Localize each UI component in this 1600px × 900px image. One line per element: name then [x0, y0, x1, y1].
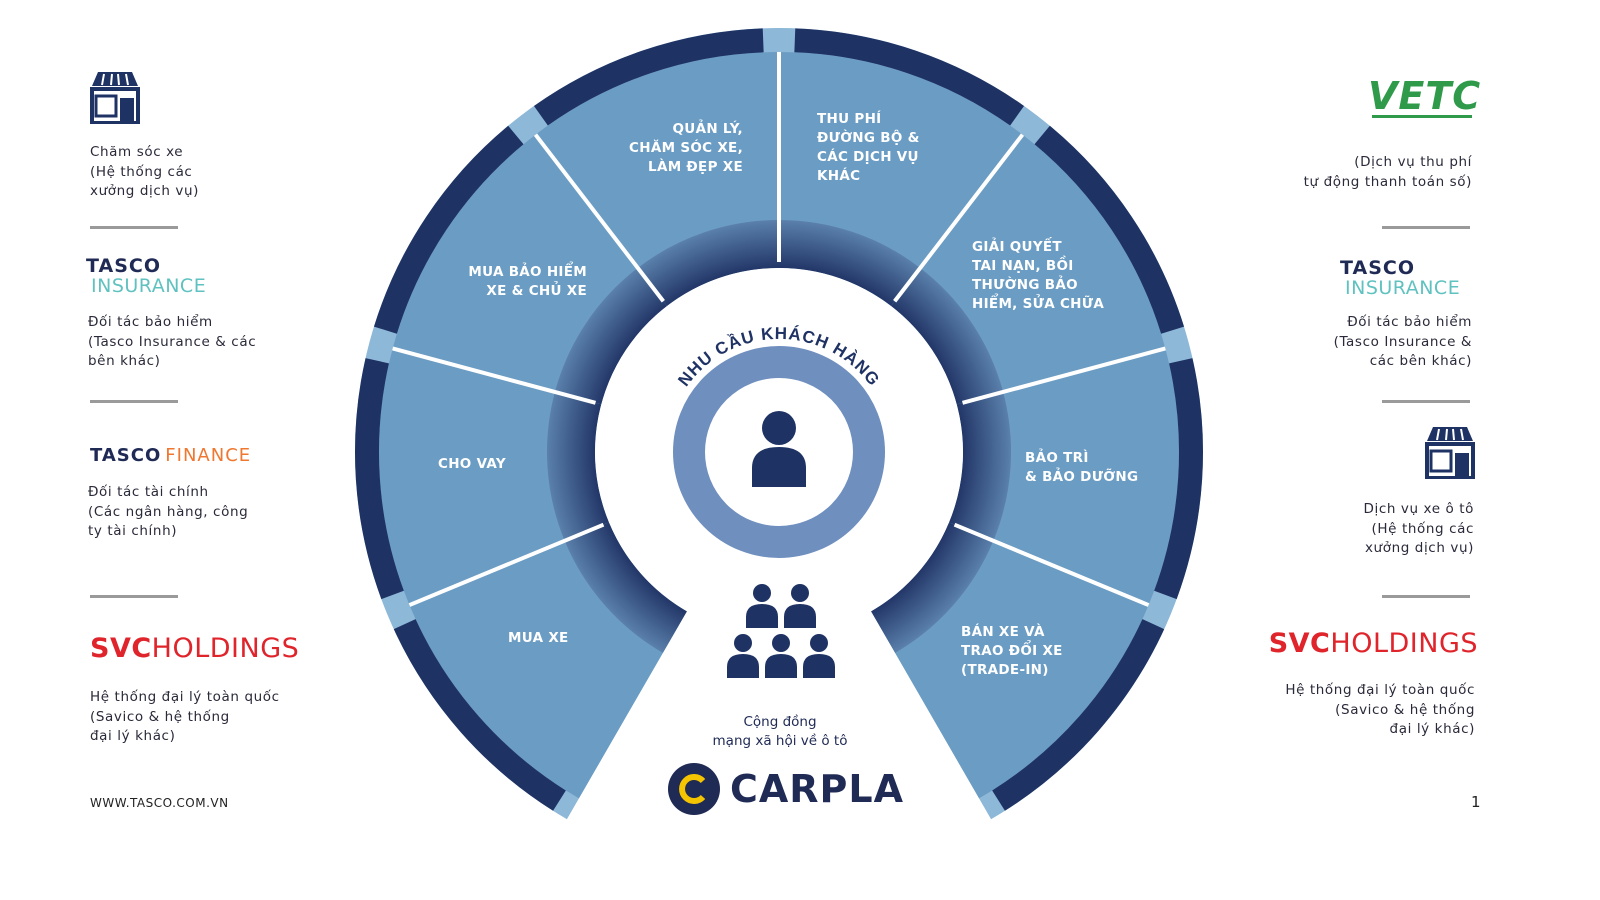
segment-divider [953, 522, 1150, 607]
wheel-outer-band [1034, 125, 1185, 334]
right-desc-dealers: Hệ thống đại lý toàn quốc (Savico & hệ t… [1285, 682, 1475, 737]
right-desc-insurance: Đối tác bảo hiểm (Tasco Insurance & các … [1333, 314, 1472, 369]
segment-divider [392, 346, 596, 405]
person-icon [752, 411, 806, 487]
svc-holdings-logo: SVCHOLDINGS [90, 633, 300, 664]
divider [90, 226, 178, 229]
wheel-outer-band [794, 28, 1025, 126]
divider [90, 400, 178, 403]
wheel-outer-band [992, 619, 1165, 811]
page-number: 1 [1471, 793, 1482, 811]
segment-label-accident: GIẢI QUYẾT TAI NẠN, BỒI THƯỜNG BẢO HIỂM,… [972, 239, 1105, 312]
wheel-inner-band [871, 522, 994, 653]
segment-divider [533, 133, 665, 303]
segment-label-toll: THU PHÍ ĐƯỜNG BỘ & CÁC DỊCH VỤ KHÁC [817, 111, 920, 184]
left-desc-insurance: Đối tác bảo hiểm (Tasco Insurance & các … [88, 314, 257, 369]
wheel-outer-band [393, 619, 566, 811]
carpla-logo: CARPLA [668, 763, 904, 815]
shop-icon [1425, 427, 1475, 479]
segment-divider [408, 522, 605, 607]
segment-label-loan: CHO VAY [438, 456, 506, 472]
tasco-finance-logo: TASCO FINANCE [90, 445, 252, 466]
vetc-underline [1372, 115, 1472, 118]
wheel-outer-band [355, 358, 404, 600]
website-link[interactable]: WWW.TASCO.COM.VN [90, 796, 229, 810]
segment-label-insurance: MUA BẢO HIỂM XE & CHỦ XE [468, 264, 587, 299]
left-desc-finance: Đối tác tài chính (Các ngân hàng, công t… [88, 484, 249, 539]
svc-holdings-logo: SVCHOLDINGS [1268, 628, 1478, 659]
left-desc-dealers: Hệ thống đại lý toàn quốc (Savico & hệ t… [90, 689, 280, 744]
wheel-outer-band [533, 28, 764, 126]
left-desc-car-care: Chăm sóc xe (Hệ thống các xưởng dịch vụ) [90, 144, 200, 199]
community-caption: Cộng đồng mạng xã hội về ô tô [712, 714, 848, 749]
segment-label-car-care: QUẢN LÝ, CHĂM SÓC XE, LÀM ĐẸP XE [629, 121, 743, 175]
segment-divider [962, 346, 1166, 405]
wheel-outer-band [1154, 358, 1203, 600]
carpla-c-icon [668, 763, 720, 815]
segment-label-trade-in: BÁN XE VÀ TRAO ĐỔI XE (TRADE-IN) [961, 624, 1063, 678]
divider [1382, 400, 1470, 403]
divider [1382, 226, 1470, 229]
wheel-inner-band [547, 391, 610, 541]
right-desc-car-service: Dịch vụ xe ô tô (Hệ thống các xưởng dịch… [1363, 501, 1474, 556]
wheel-inner-band [554, 267, 667, 405]
community-icon [727, 584, 835, 678]
segment-divider [893, 133, 1025, 303]
wheel-outer-band [373, 125, 524, 334]
wheel-inner-band [891, 267, 1004, 405]
center-ring [673, 346, 885, 558]
segment-label-buy-car: MUA XE [508, 630, 569, 646]
shop-icon [90, 72, 140, 124]
tasco-insurance-logo: TASCO INSURANCE [1340, 257, 1461, 299]
wheel-inner-band [637, 220, 779, 307]
wheel-inner-band [779, 220, 921, 307]
tasco-insurance-logo: TASCO INSURANCE [86, 255, 207, 297]
vetc-logo: VETC [1368, 74, 1482, 118]
segment-label-maintenance: BẢO TRÌ & BẢO DƯỠNG [1025, 450, 1139, 485]
divider [90, 595, 178, 598]
divider [1382, 595, 1470, 598]
right-desc-toll: (Dịch vụ thu phí tự động thanh toán số) [1303, 154, 1472, 190]
wheel-inner-band [948, 391, 1011, 541]
wheel-inner-band [564, 522, 687, 653]
